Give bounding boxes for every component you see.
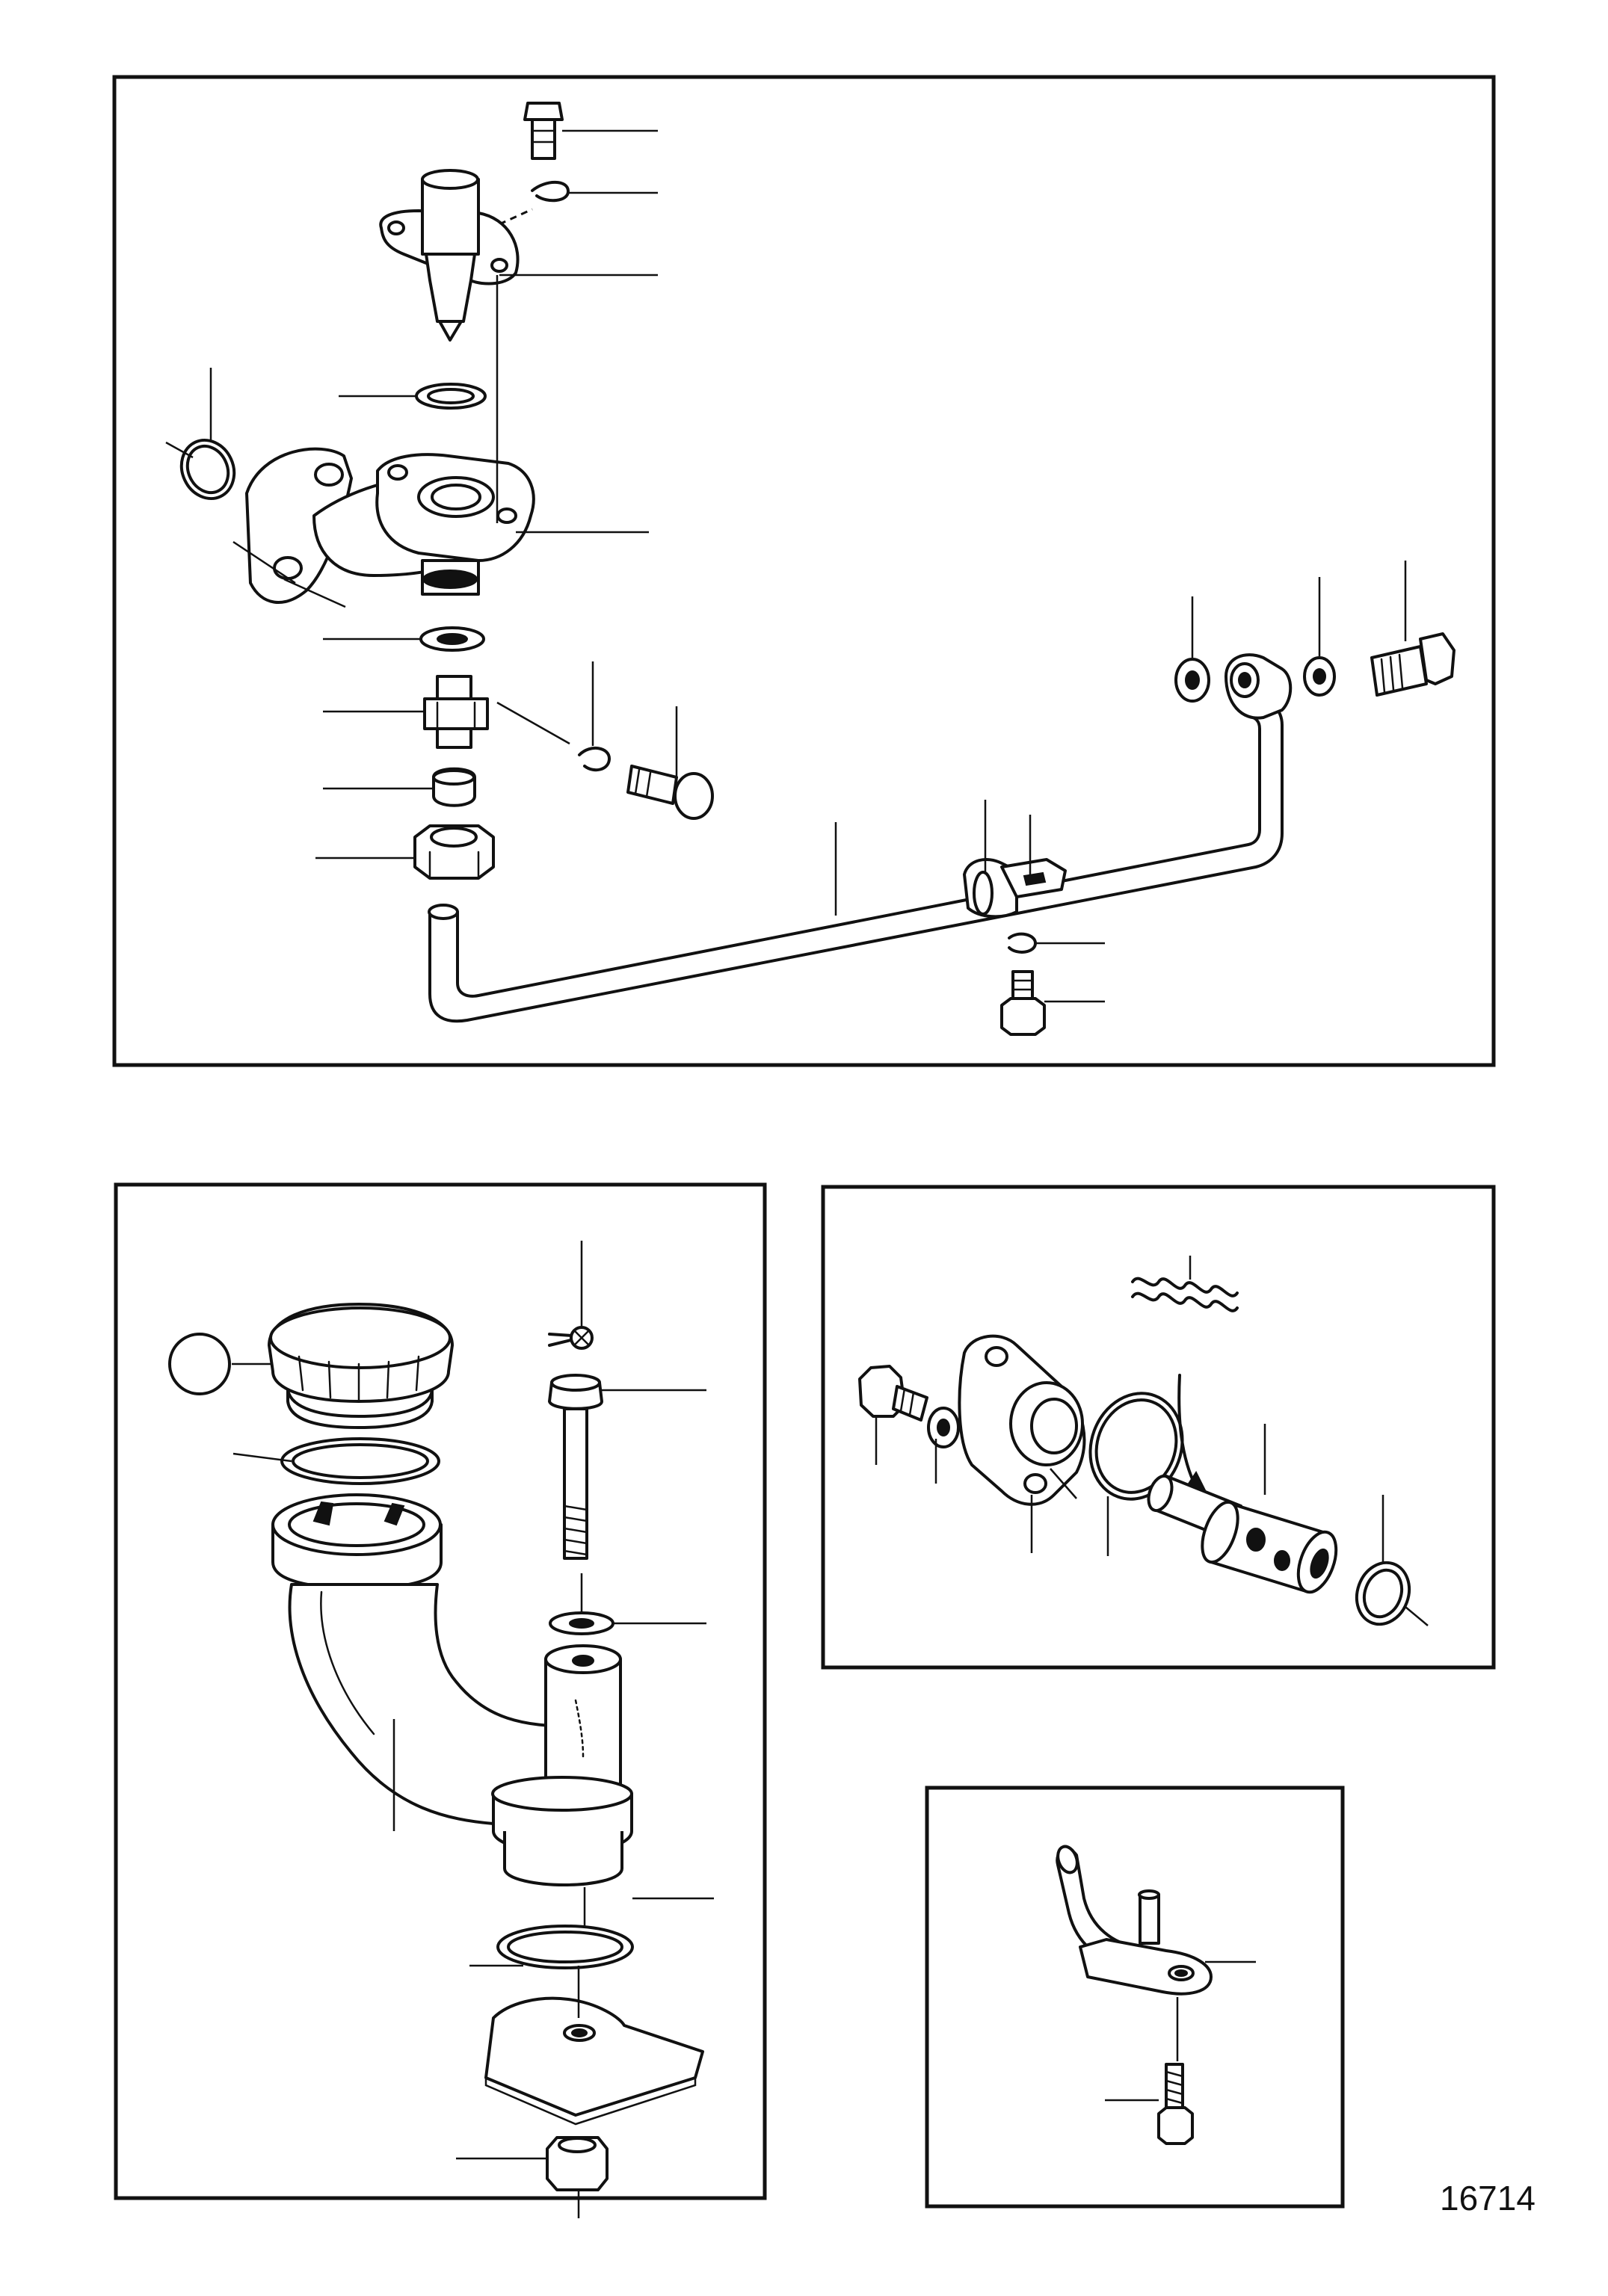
part-pipe-bracket xyxy=(1056,1845,1213,1996)
panel-valve-assembly xyxy=(821,1185,1496,1670)
part-lower-o-ring xyxy=(496,1925,634,1969)
part-valve-end-washer xyxy=(1355,1561,1411,1626)
leader-lines-panel-1 xyxy=(165,129,1407,1003)
part-valve-o-ring xyxy=(1088,1392,1184,1501)
panel-frame xyxy=(821,1185,1496,1670)
part-banjo-washer-left xyxy=(1174,658,1210,703)
part-injector-flange xyxy=(379,169,520,342)
drawing-number: 16714 xyxy=(1440,2179,1535,2218)
part-banjo-eye xyxy=(1225,653,1293,720)
part-long-bolt xyxy=(548,1374,603,1560)
reference-circle xyxy=(168,1333,231,1395)
part-union-nipple xyxy=(423,675,489,749)
part-clamp-washer xyxy=(1008,932,1037,954)
part-spring xyxy=(1131,1277,1239,1312)
part-cap-gasket xyxy=(280,1437,440,1485)
part-bracket-bolt xyxy=(1157,2063,1194,2145)
part-valve-bolt xyxy=(858,1365,928,1422)
leader-lines-panel-4 xyxy=(1105,1960,1256,2102)
panel-filler-pipe xyxy=(114,1182,767,2218)
part-clamp-screw xyxy=(1000,970,1046,1036)
part-valve-washer xyxy=(927,1407,960,1448)
leader-lines-panel-3 xyxy=(875,1256,1429,1626)
part-union-nut xyxy=(413,824,495,880)
part-banjo-washer-right xyxy=(1303,656,1336,697)
leader-lines-panel-2 xyxy=(232,1241,714,2218)
panel-frame xyxy=(112,75,1496,1067)
part-banjo-bolt xyxy=(1370,632,1455,697)
part-filler-cap xyxy=(268,1303,454,1429)
panel-frame xyxy=(114,1182,767,2200)
part-pipe-clamp xyxy=(963,858,1067,919)
part-lock-nut xyxy=(546,2136,609,2191)
panel-frame xyxy=(925,1786,1345,2209)
part-seal-ring-upper xyxy=(415,383,487,410)
part-cap-screw xyxy=(548,1326,594,1350)
part-elbow-housing xyxy=(245,447,535,604)
part-valve-piston xyxy=(1147,1474,1338,1594)
panel-fuel-return-line xyxy=(112,75,1496,1067)
part-fuel-return-pipe xyxy=(428,694,1284,1023)
part-valve-flange xyxy=(958,1334,1086,1506)
part-mounting-plate xyxy=(484,1996,704,2126)
part-bolt-washer xyxy=(549,1611,614,1635)
part-top-bolt xyxy=(523,102,564,160)
part-filler-neck xyxy=(271,1493,633,1886)
part-washer-middle xyxy=(419,626,485,652)
part-olive xyxy=(432,767,476,807)
part-o-ring-left xyxy=(179,439,236,500)
panel-bracket-assembly xyxy=(925,1786,1345,2209)
part-clip-washer xyxy=(531,180,570,203)
part-banjo-bolt-lower xyxy=(578,747,714,820)
